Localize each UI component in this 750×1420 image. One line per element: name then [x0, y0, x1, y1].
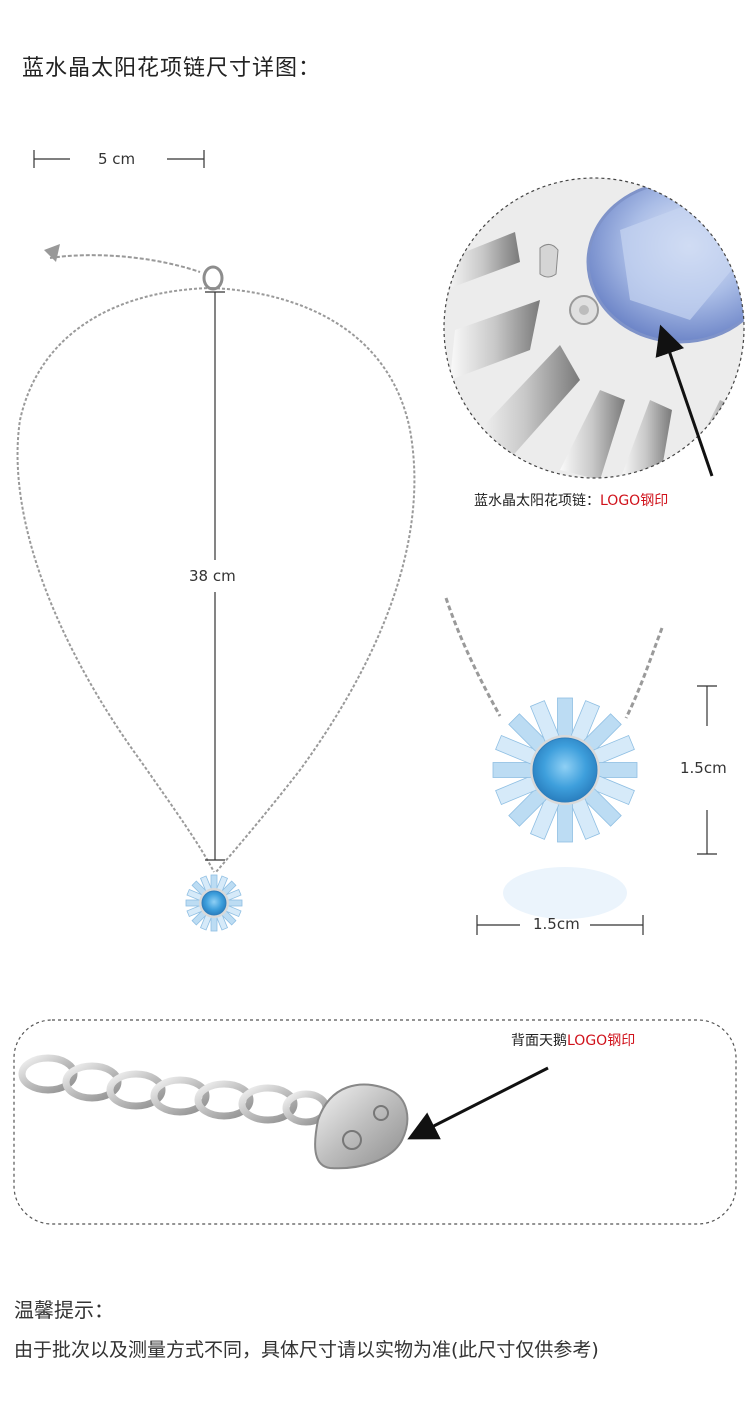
blue-center-stone — [201, 890, 227, 916]
crystal-petal — [557, 697, 573, 737]
notice-text: 由于批次以及测量方式不同，具体尺寸请以实物为准(此尺寸仅供参考) — [14, 1339, 599, 1361]
chain-length-label: 38 cm — [189, 567, 236, 585]
width-dimension-marker — [33, 150, 205, 168]
back-logo-caption: 背面天鹅LOGO钢印 — [511, 1030, 635, 1050]
logo-closeup-view — [443, 177, 745, 479]
back-logo-caption-prefix: 背面天鹅 — [511, 1033, 567, 1049]
page-title: 蓝水晶太阳花项链尺寸详图： — [22, 56, 322, 81]
necklace-full-view — [16, 244, 416, 932]
crystal-petal — [598, 762, 638, 778]
crystal-petal — [185, 899, 201, 907]
front-logo-caption: 蓝水晶太阳花项链：LOGO钢印 — [474, 490, 668, 510]
back-logo-view — [13, 1019, 737, 1225]
chain-width-label: 5 cm — [98, 150, 136, 168]
crystal-petal — [492, 762, 532, 778]
notice-title: 温馨提示： — [14, 1298, 114, 1322]
pendant-width-label: 1.5cm — [533, 915, 580, 933]
front-logo-caption-highlight: LOGO钢印 — [600, 493, 669, 509]
crystal-petal — [210, 874, 218, 890]
front-logo-caption-prefix: 蓝水晶太阳花项链： — [474, 493, 600, 509]
crystal-petal — [210, 916, 218, 932]
pendant-closeup-view — [444, 597, 717, 935]
crystal-petal — [227, 899, 243, 907]
back-logo-caption-highlight: LOGO钢印 — [567, 1033, 636, 1049]
crystal-petal — [557, 803, 573, 843]
pendant-height-label: 1.5cm — [680, 759, 727, 777]
blue-center-stone — [532, 737, 598, 803]
